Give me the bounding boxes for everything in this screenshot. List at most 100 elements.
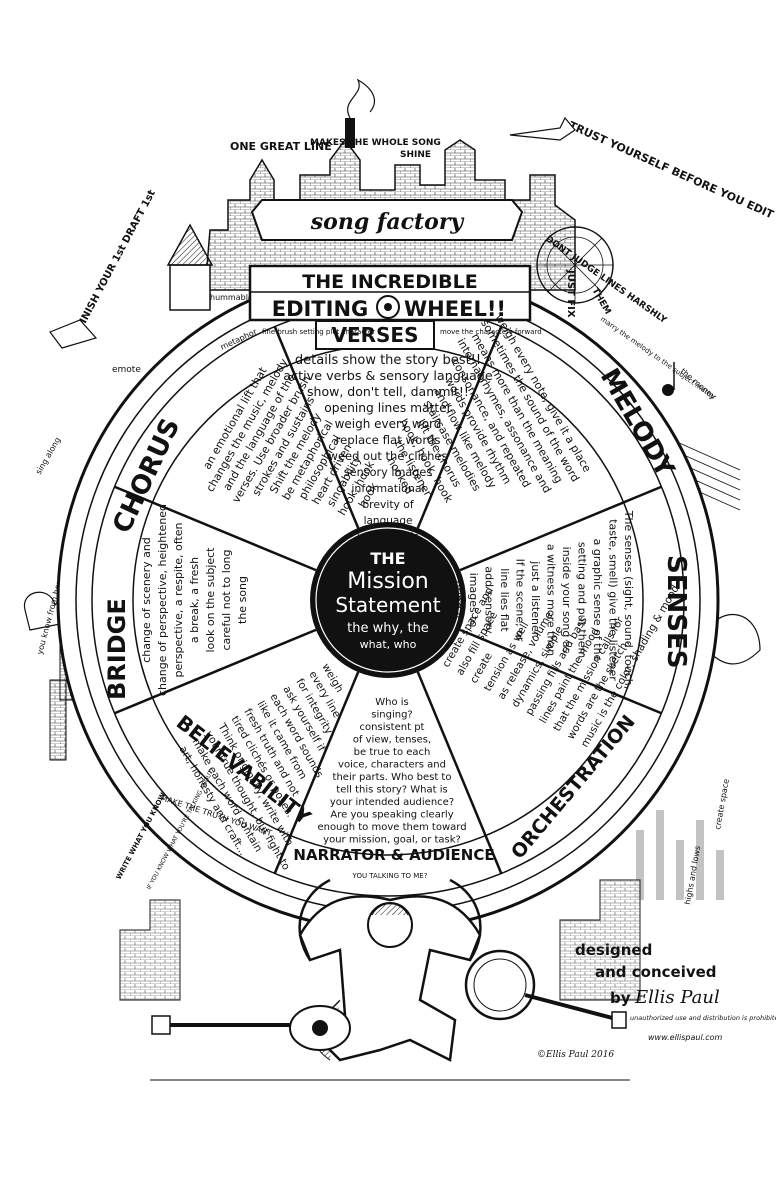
section-text-line: If the scene, or — [514, 559, 527, 642]
section-narrator: Who is singing?consistent pt of view, tens… — [317, 697, 466, 846]
center-why: the why, the — [347, 621, 429, 636]
top-cityscape: song factory — [166, 78, 614, 311]
center-the: THE — [370, 549, 405, 568]
wheel-spoke — [416, 671, 503, 874]
wheel-spoke — [114, 485, 317, 572]
wheel-spoke — [114, 628, 317, 715]
credit-by: by — [610, 989, 631, 1007]
section-text-line: change of scenery and — [140, 537, 153, 663]
mission-statement-hub — [310, 522, 466, 678]
just-fix-text: JUST FIX — [565, 269, 576, 318]
section-text-line: taste, smell) give the listener — [607, 519, 620, 681]
credit-conceived: and conceived — [595, 963, 717, 981]
section-text-line: informational — [351, 482, 424, 495]
wheel-spoke — [416, 326, 503, 529]
section-text-line: inside your song as — [560, 547, 573, 654]
section-text-line: The senses (sight, sound, touch, — [622, 510, 635, 689]
ground-city — [119, 879, 641, 1081]
plane-left-icon — [49, 319, 98, 349]
banjo-icon — [464, 949, 627, 1029]
section-text-line: a witness more than — [545, 544, 558, 656]
verses-tag-left: fine brush setting plot character — [262, 328, 375, 336]
emote-text: emote — [112, 365, 141, 375]
narrator-tag: YOU TALKING TO ME? — [352, 872, 428, 880]
section-text-line: tell this story? What is — [336, 785, 447, 796]
hummable-text: hummable — [210, 293, 253, 302]
title-panel — [248, 264, 532, 322]
guitar-icon — [151, 1005, 351, 1051]
section-text-line: replace flat words — [335, 433, 440, 447]
title-line-1: THE INCREDIBLE — [302, 271, 477, 293]
section-text-line: look on the subject — [204, 547, 217, 653]
section-text-line: active verbs & sensory language — [283, 369, 493, 384]
section-text-line: Who is — [375, 697, 409, 708]
song-factory-label: song factory — [310, 209, 466, 235]
section-text-line: details show the story best!! — [295, 353, 481, 368]
create-space-text: create space — [713, 778, 731, 830]
section-text-line: the song — [236, 576, 249, 624]
center-what: what, who — [360, 638, 417, 651]
section-text-line: images to — [467, 573, 480, 628]
credit-copyright: ©Ellis Paul 2016 — [537, 1050, 614, 1060]
narrator-title: NARRATOR & AUDIENCE — [293, 846, 494, 864]
section-text-line: enough to move them toward — [317, 822, 466, 833]
section-text-line: perspective, a respite, often — [172, 522, 185, 677]
section-senses: The senses (sight, sound, touch,taste, s… — [452, 510, 636, 689]
section-text-line: setting and put them — [576, 542, 589, 658]
trust-yourself-text: TRUST YOURSELF BEFORE YOU EDIT — [567, 119, 776, 222]
verses-tag-right: move the characters forward — [440, 328, 542, 336]
sing-along-text: sing along — [34, 436, 62, 476]
credit-unauthorized: unauthorized use and distribution is pro… — [630, 1014, 776, 1022]
section-text-line: a break, a fresh — [188, 557, 201, 643]
section-text-line: singing? — [371, 710, 412, 721]
section-text-line: your mission, goal, or task? — [323, 835, 461, 846]
credit-author: Ellis Paul — [634, 987, 720, 1008]
bridge-title: BRIDGE — [103, 598, 131, 700]
title-wheel: WHEEL!! — [404, 297, 506, 321]
section-text-line: weed words — [357, 531, 418, 543]
verses-title: VERSES — [331, 323, 418, 347]
section-text-line: their parts. Who best to — [333, 772, 452, 783]
section-text-line: opening lines matter — [324, 401, 452, 415]
top-line-1: ONE GREAT LINE — [230, 140, 332, 153]
section-text-line: be true to each — [354, 747, 431, 758]
section-text-line: your intended audience? — [330, 797, 454, 808]
plane-icon — [509, 116, 576, 141]
credit-designed: designed — [575, 941, 652, 959]
finish-draft-text: FINISH YOUR 1st DRAFT 1st — [75, 188, 158, 331]
center-mission: Mission — [347, 569, 429, 594]
center-statement: Statement — [335, 593, 440, 617]
section-text-line: weed out the clichés — [329, 449, 448, 463]
section-text-line: careful not to long — [220, 549, 233, 650]
them-text: THEM — [589, 287, 612, 317]
top-line-2: MAKES THE WHOLE SONG — [310, 138, 441, 148]
title-editing: EDITING — [272, 297, 369, 321]
section-text-line: line lies flat — [498, 568, 511, 632]
section-text-line: just a listener. — [529, 560, 542, 638]
section-text-line: brevity of — [362, 498, 414, 511]
senses-title: SENSES — [661, 555, 691, 668]
top-line-3: SHINE — [400, 150, 431, 160]
wheel-spoke — [459, 628, 662, 715]
wheel-spoke — [459, 485, 662, 572]
section-text-line: weigh every word — [335, 417, 442, 431]
section-text-line: sensory images — [344, 466, 433, 479]
section-text-line: a graphic sense of the — [591, 539, 604, 662]
section-text-line: Are you speaking clearly — [330, 810, 453, 821]
section-text-line: of view, tenses, — [353, 735, 431, 746]
editing-wheel — [56, 268, 720, 932]
section-text-line: add sensory — [483, 566, 496, 634]
wheel-spoke — [273, 671, 360, 874]
section-verses: VERSES fine brush setting plot character… — [262, 320, 542, 543]
section-text-line: show, don't tell, dammit!! — [307, 384, 469, 399]
section-text-line: change of perspective, heightened — [156, 504, 169, 696]
section-text-line: bring it — [452, 580, 465, 620]
gear-icon — [376, 295, 400, 319]
section-text-line: consistent pt — [360, 722, 425, 733]
section-text-line: language — [364, 515, 413, 527]
credit-url: www.ellispaul.com — [648, 1033, 723, 1042]
wheel-spoke — [273, 326, 360, 529]
section-text-line: voice, characters and — [338, 760, 446, 771]
